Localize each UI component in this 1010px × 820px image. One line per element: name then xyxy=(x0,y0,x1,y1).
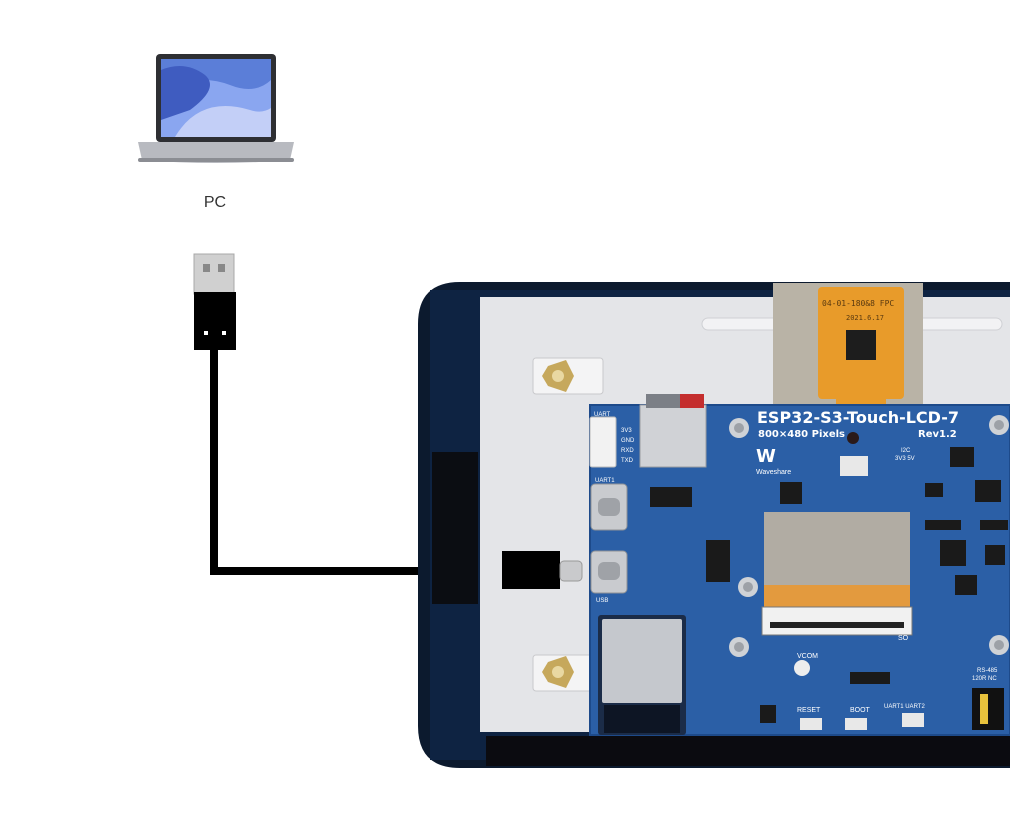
reset-label: RESET xyxy=(797,707,821,714)
usb-cable xyxy=(210,350,510,575)
vcom-label: VCOM xyxy=(797,653,818,660)
usb-label: USB xyxy=(596,598,608,604)
rs485-pins-label: 120R NC xyxy=(972,676,997,682)
uart-connector xyxy=(589,416,617,468)
usb-c-port xyxy=(590,550,628,594)
uart-pin-txd: TXD xyxy=(621,458,634,464)
fpc-label: 04-01-180&8 FPC xyxy=(822,299,894,308)
i2c-label: I2C xyxy=(901,448,911,454)
uart-switch-label: UART1 UART2 xyxy=(884,704,925,710)
waveshare-logo: W xyxy=(756,446,776,467)
standoff-bottom xyxy=(532,654,604,692)
laptop-icon xyxy=(138,54,294,163)
uart-label: UART xyxy=(594,412,611,418)
touch-fpc: 04-01-180&8 FPC 2021.6.17 xyxy=(773,283,923,414)
lcd-ribbon xyxy=(761,512,913,636)
uart1-label: UART1 xyxy=(595,478,615,484)
screw-icon xyxy=(729,415,1009,657)
uart1-usb-c-port xyxy=(590,483,628,531)
uart-pin-gnd: GND xyxy=(621,438,635,444)
sd-card-slot xyxy=(639,394,707,468)
uart-pin-rxd: RXD xyxy=(621,448,634,454)
rs485-label: RS-485 xyxy=(977,668,998,674)
board-resolution: 800×480 Pixels xyxy=(758,429,845,440)
board-revision: Rev1.2 xyxy=(918,429,957,440)
pc-label: PC xyxy=(203,194,227,211)
esp32-module xyxy=(598,615,686,735)
board-name: ESP32-S3-Touch-LCD-7 xyxy=(757,408,959,427)
uart-pin-3v3: 3V3 xyxy=(621,428,632,434)
so-label: SO xyxy=(898,635,909,642)
fpc-date: 2021.6.17 xyxy=(846,314,884,322)
smd-components xyxy=(650,432,1008,730)
brand-label: Waveshare xyxy=(756,469,791,476)
boot-label: BOOT xyxy=(850,707,871,714)
standoff-top xyxy=(532,357,604,395)
i2c-pins-label: 3V3 5V xyxy=(895,456,915,462)
usb-a-plug-icon xyxy=(193,253,236,350)
usb-c-plug-icon xyxy=(502,551,583,589)
